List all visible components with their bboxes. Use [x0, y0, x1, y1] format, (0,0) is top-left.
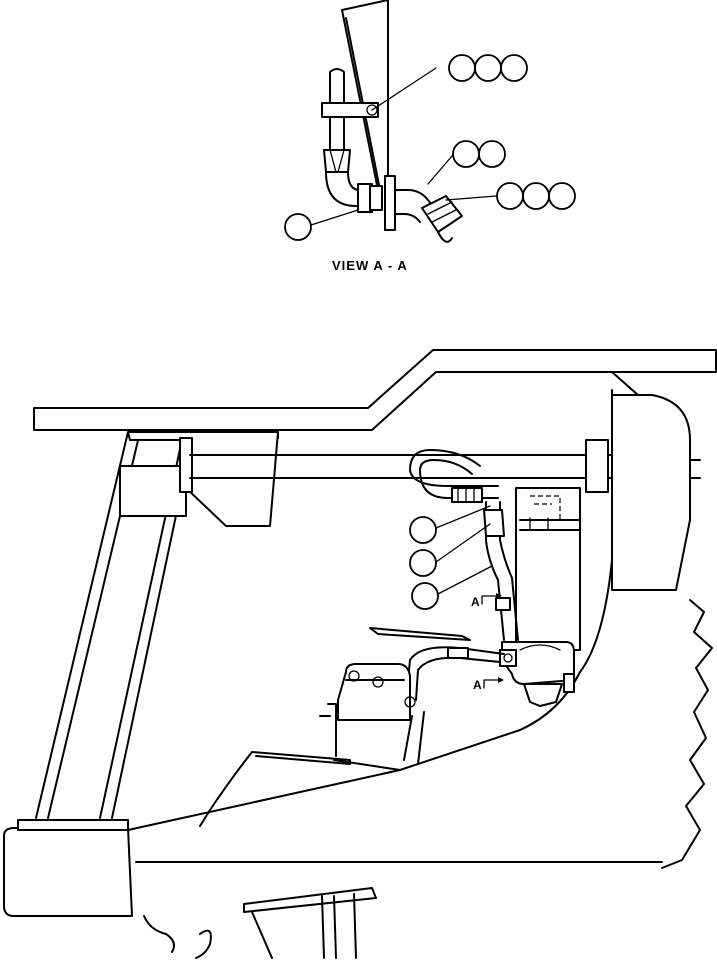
- leader-lower: [445, 195, 497, 201]
- break-line-right: [661, 599, 713, 869]
- pipe-clamp: [321, 102, 379, 118]
- hose-coupling: [451, 487, 483, 503]
- section-arrowhead: [498, 677, 504, 683]
- callout-balloon: [474, 54, 502, 82]
- leader-main-3: [437, 565, 493, 595]
- callout-balloon: [496, 182, 524, 210]
- valve-side-fitting: [563, 673, 575, 693]
- tube-clamp-right: [585, 439, 609, 493]
- engine-block: [337, 663, 411, 721]
- pillar-post: [179, 437, 193, 493]
- engine-cap: [404, 696, 416, 708]
- leader-top: [371, 67, 437, 111]
- valve-port-dot: [503, 653, 513, 663]
- panel-link: [611, 371, 639, 396]
- elbow-fitting: [394, 189, 437, 223]
- right-body-panel: [611, 394, 691, 591]
- body-side: [127, 389, 613, 831]
- valve-outlet: [523, 683, 563, 707]
- hose-nut: [323, 149, 351, 173]
- pillar-block: [119, 465, 187, 517]
- roof-beam: [33, 349, 717, 431]
- valve-arc: [519, 644, 561, 651]
- valve-port: [499, 649, 517, 667]
- lower-rod: [199, 751, 351, 827]
- section-marker-upper: A: [471, 593, 502, 609]
- callout-balloon: [411, 582, 439, 610]
- corner-cap: [17, 819, 129, 831]
- callout-balloon: [448, 54, 476, 82]
- callout-balloon: [409, 516, 437, 544]
- main-view: A A: [3, 349, 717, 959]
- coupling-ribs: [457, 487, 475, 503]
- hose-nut-lines: [329, 149, 345, 173]
- engine-cap: [372, 676, 384, 688]
- section-marker-lower: A: [473, 677, 504, 692]
- section-arrowhead: [496, 593, 502, 599]
- callout-balloon: [478, 140, 506, 168]
- leader-main-1: [435, 505, 491, 529]
- section-mark-block: [495, 597, 511, 611]
- section-marker-label: A: [473, 678, 482, 692]
- bottom-valve: [501, 641, 575, 685]
- horizontal-tube: [189, 454, 701, 479]
- valve-tail: [437, 231, 453, 243]
- engine-cap: [348, 670, 360, 682]
- callout-balloon: [522, 182, 550, 210]
- section-arrow: [481, 595, 497, 605]
- leader-main-2: [435, 523, 491, 563]
- view-title: VIEW A - A: [332, 258, 408, 273]
- view-aa-detail: VIEW A - A: [284, 0, 576, 273]
- callout-balloon: [409, 549, 437, 577]
- leader-left: [310, 209, 359, 226]
- section-arrow: [483, 679, 499, 689]
- upper-bar: [369, 627, 471, 641]
- hose-loop-outer: [409, 449, 499, 487]
- fitting-nut-2: [369, 185, 383, 211]
- callout-balloon: [452, 140, 480, 168]
- engine-mount: [319, 703, 425, 771]
- leader-middle: [427, 155, 453, 185]
- corner-block: [3, 827, 133, 917]
- valve-body: [421, 195, 463, 233]
- valve-detail: [427, 201, 457, 223]
- callout-balloon: [284, 213, 312, 241]
- down-hose: [485, 501, 519, 641]
- clamp-bolt: [366, 104, 378, 116]
- filter-canister: [515, 487, 581, 651]
- hose-loop-inner: [419, 459, 499, 499]
- down-hose-nut: [483, 509, 505, 537]
- wall-panel: [341, 0, 389, 191]
- mounting-flange: [384, 175, 396, 231]
- section-marker-label: A: [471, 595, 480, 609]
- canister-ticks: [529, 517, 549, 531]
- floor-details: [143, 887, 377, 959]
- callout-balloon: [500, 54, 528, 82]
- canister-hidden: [530, 495, 561, 520]
- callout-balloon: [548, 182, 576, 210]
- tube-clamp: [447, 647, 469, 659]
